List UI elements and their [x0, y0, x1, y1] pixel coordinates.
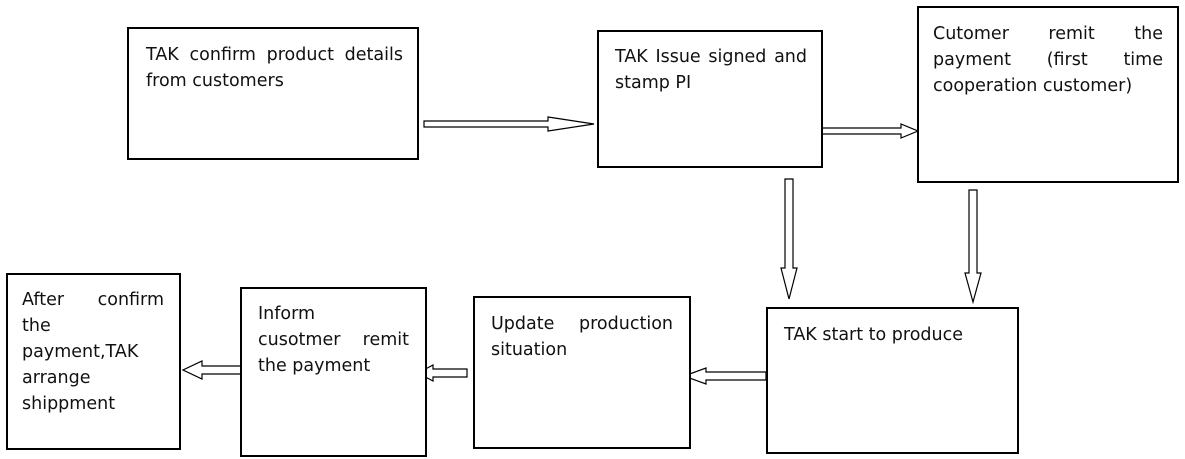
arrow-produce-to-update [682, 367, 767, 385]
box-customer-remit-line-3: cooperation customer) [933, 76, 1133, 96]
box-update-production: Update production situation [473, 296, 691, 449]
box-arrange-shipment-line-4: arrange [22, 368, 91, 388]
box-confirm-details: TAK confirm product details from custome… [127, 27, 419, 160]
box-inform-customer-line-2: cusotmer remit [258, 330, 409, 350]
box-issue-pi: TAK Issue signed and stamp PI [597, 30, 823, 168]
arrow-issue-to-remit [821, 123, 920, 139]
box-update-production-line-2: situation [491, 340, 568, 360]
box-update-production-line-1: Update production [491, 314, 673, 334]
box-arrange-shipment-line-3: payment,TAK [22, 342, 139, 362]
box-customer-remit-line-1: Cutomer remit the [933, 24, 1163, 44]
box-issue-pi-text: TAK Issue signed and stamp PI [615, 47, 807, 93]
box-arrange-shipment-line-1: After confirm [22, 290, 164, 310]
box-arrange-shipment-line-5: shippment [22, 394, 116, 414]
box-start-produce-text: TAK start to produce [784, 325, 964, 345]
box-customer-remit-line-2: payment (first time [933, 50, 1163, 70]
box-customer-remit-first-time: Cutomer remit the payment (first time co… [917, 6, 1179, 183]
arrow-confirm-to-issue [423, 116, 595, 132]
box-inform-customer-line-3: the payment [258, 356, 371, 376]
arrow-issue-to-produce [780, 178, 798, 300]
box-arrange-shipment: After confirm the payment,TAK arrange sh… [6, 273, 181, 450]
box-inform-customer-line-1: Inform [258, 304, 316, 324]
arrow-remit-to-produce [964, 189, 982, 305]
arrow-inform-to-ship [181, 360, 242, 380]
box-inform-customer: Inform cusotmer remit the payment [240, 287, 427, 457]
box-confirm-details-text: TAK confirm product details from custome… [146, 45, 403, 91]
box-start-produce: TAK start to produce [766, 307, 1019, 454]
box-arrange-shipment-line-2: the [22, 316, 51, 336]
